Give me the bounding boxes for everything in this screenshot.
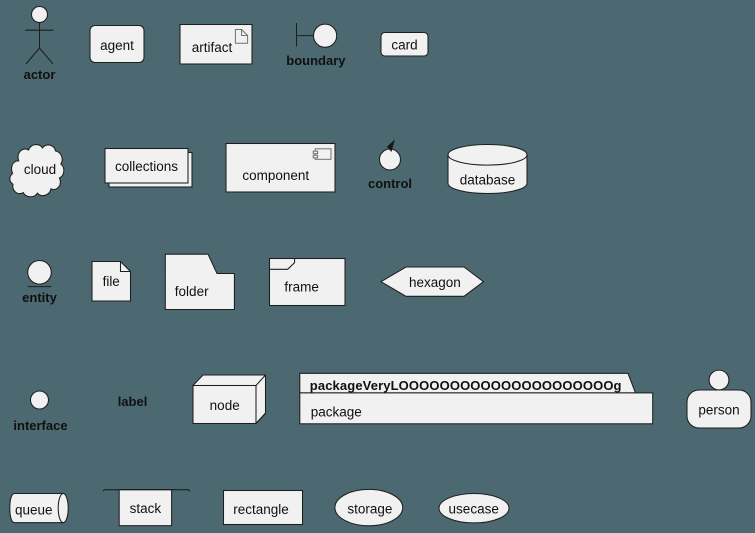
svg-text:package: package xyxy=(311,405,362,420)
svg-text:actor: actor xyxy=(24,67,56,82)
svg-text:entity: entity xyxy=(22,290,57,305)
svg-text:node: node xyxy=(210,398,240,413)
svg-text:queue: queue xyxy=(15,503,53,518)
svg-text:collections: collections xyxy=(115,159,178,174)
svg-text:agent: agent xyxy=(100,38,134,53)
svg-text:hexagon: hexagon xyxy=(409,275,461,290)
svg-text:stack: stack xyxy=(130,501,162,516)
svg-text:usecase: usecase xyxy=(449,502,499,517)
svg-text:file: file xyxy=(103,274,120,289)
svg-text:person: person xyxy=(698,402,739,417)
svg-text:packageVeryLOOOOOOOOOOOOOOOOOO: packageVeryLOOOOOOOOOOOOOOOOOOOOOg xyxy=(310,378,622,393)
svg-text:boundary: boundary xyxy=(286,53,346,68)
svg-text:interface: interface xyxy=(13,418,67,433)
svg-text:card: card xyxy=(391,38,417,53)
svg-text:frame: frame xyxy=(284,280,319,295)
svg-text:component: component xyxy=(242,168,309,183)
svg-text:folder: folder xyxy=(175,284,209,299)
svg-text:database: database xyxy=(460,173,516,188)
svg-text:rectangle: rectangle xyxy=(233,502,289,517)
svg-text:control: control xyxy=(368,176,412,191)
svg-text:cloud: cloud xyxy=(24,162,56,177)
svg-text:artifact: artifact xyxy=(192,40,233,55)
svg-text:label: label xyxy=(118,394,148,409)
svg-text:storage: storage xyxy=(347,502,392,517)
